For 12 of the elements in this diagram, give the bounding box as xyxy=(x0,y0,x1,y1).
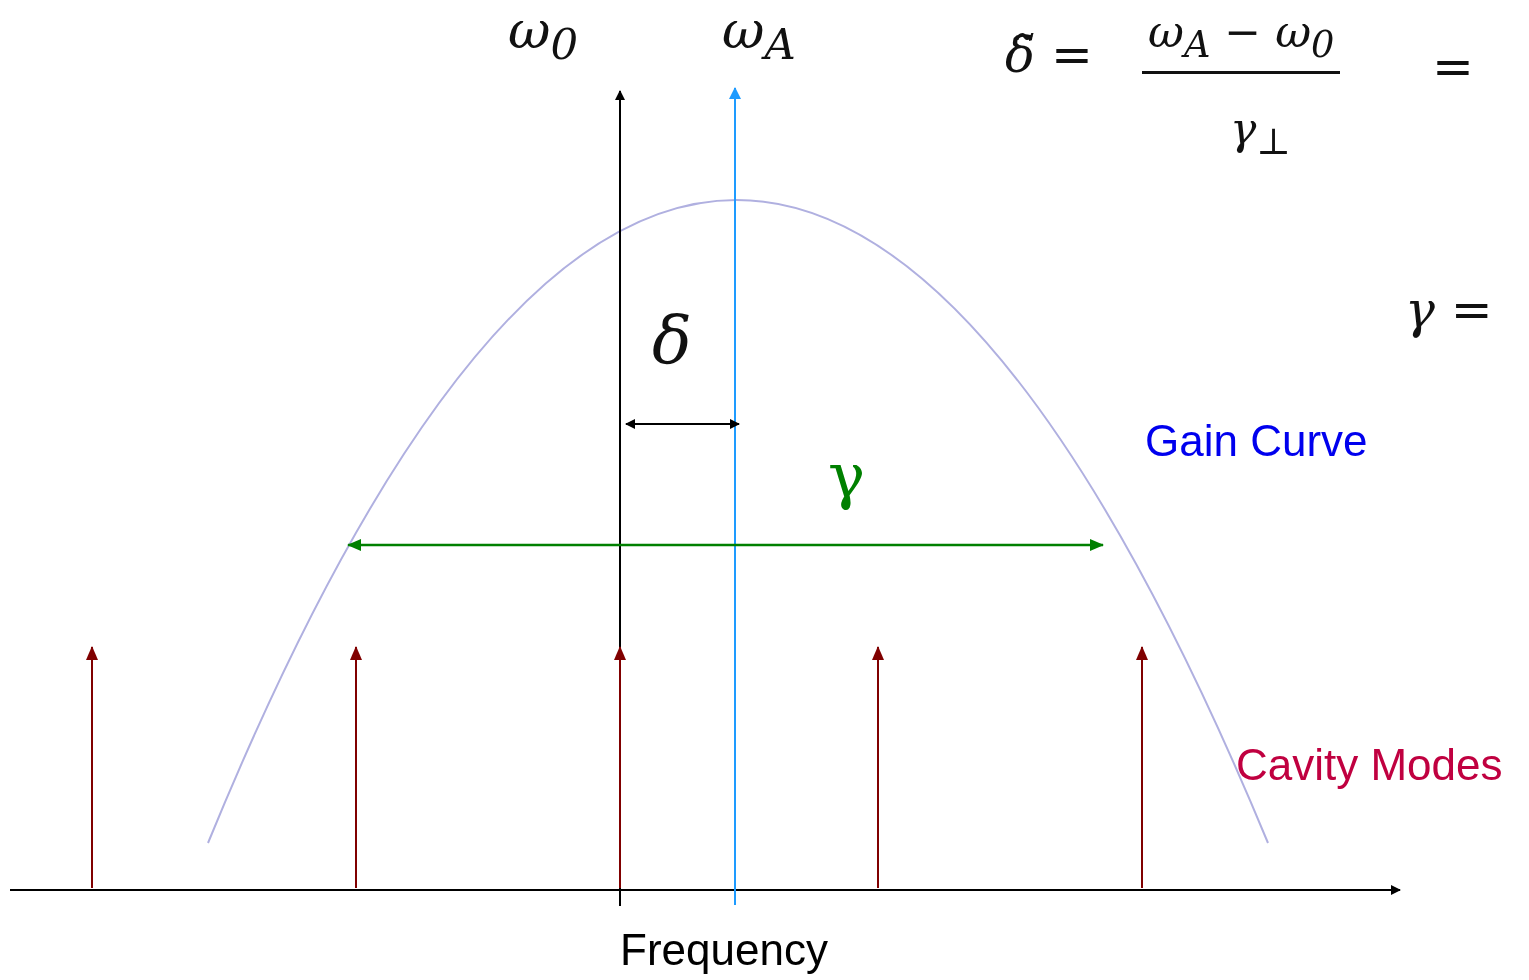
formula-numerator: ω$_{A}$ − ω$_{0}$ xyxy=(1142,8,1341,75)
gamma-label: γ xyxy=(828,442,866,511)
formula-text: γ = xyxy=(1405,283,1493,338)
axis-label: Frequency xyxy=(620,926,828,975)
cavity-modes-label: Cavity Modes xyxy=(1236,741,1503,790)
delta-label: δ xyxy=(652,305,692,378)
formula-text: δ̃ = xyxy=(1005,28,1093,83)
gain-curve-label: Gain Curve xyxy=(1145,417,1368,466)
formula-denominator: γ$_{⊥}$ xyxy=(1230,105,1291,163)
omega-a-label: ω$_{A}$ xyxy=(722,2,796,70)
omega-zero-label: ω$_{0}$ xyxy=(508,2,578,70)
formula-text: = xyxy=(1432,40,1474,95)
